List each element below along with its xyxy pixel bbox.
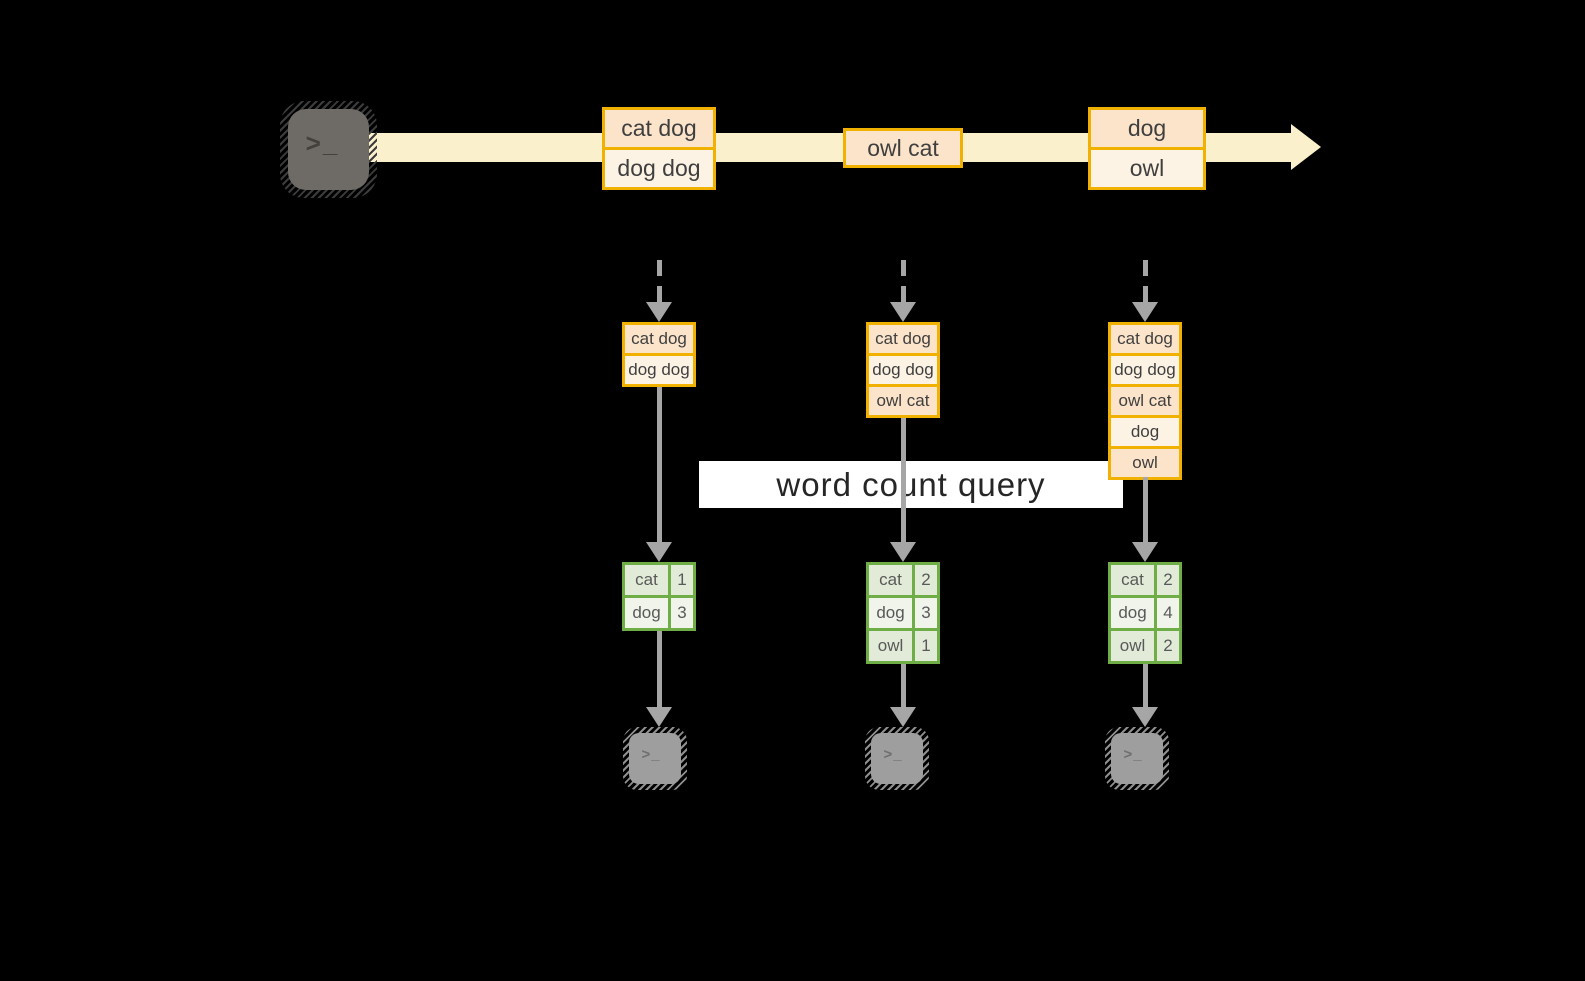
stream-event-batch-3: dog owl bbox=[1088, 107, 1206, 190]
terminal-prompt-glyph: >_ bbox=[305, 128, 340, 158]
count-word: dog bbox=[1111, 598, 1154, 628]
dashed-arrow-head-icon bbox=[890, 302, 916, 322]
sink-terminal-icon: >_ bbox=[1105, 727, 1169, 790]
query-arrow-head-icon bbox=[890, 542, 916, 562]
output-arrow-line bbox=[1143, 664, 1148, 707]
count-word: cat bbox=[625, 565, 668, 595]
query-arrow-head-icon bbox=[1132, 542, 1158, 562]
stream-timeline-arrowhead-icon bbox=[1291, 124, 1321, 170]
count-value: 3 bbox=[671, 598, 693, 628]
count-word: owl bbox=[869, 631, 912, 661]
dashed-arrow-head-icon bbox=[646, 302, 672, 322]
state-record: owl cat bbox=[869, 387, 937, 415]
count-value: 2 bbox=[915, 565, 937, 595]
count-table-3: cat 2 dog 4 owl 2 bbox=[1108, 562, 1182, 664]
dashed-arrow-line bbox=[657, 260, 662, 302]
count-value: 1 bbox=[915, 631, 937, 661]
terminal-screen: >_ bbox=[629, 733, 681, 784]
stream-record: dog dog bbox=[605, 150, 713, 187]
query-arrow-head-icon bbox=[646, 542, 672, 562]
output-arrow-head-icon bbox=[890, 707, 916, 727]
state-record: owl bbox=[1111, 449, 1179, 477]
stream-record: dog bbox=[1091, 110, 1203, 147]
count-word: owl bbox=[1111, 631, 1154, 661]
count-table-1: cat 1 dog 3 bbox=[622, 562, 696, 631]
output-arrow-line bbox=[657, 631, 662, 707]
state-record: dog bbox=[1111, 418, 1179, 446]
terminal-prompt-glyph: >_ bbox=[883, 746, 903, 763]
output-arrow-head-icon bbox=[1132, 707, 1158, 727]
count-table-2: cat 2 dog 3 owl 1 bbox=[866, 562, 940, 664]
state-box-1: cat dog dog dog bbox=[622, 322, 696, 387]
count-word: cat bbox=[869, 565, 912, 595]
query-arrow-line bbox=[657, 387, 662, 543]
count-word: cat bbox=[1111, 565, 1154, 595]
state-record: cat dog bbox=[625, 325, 693, 353]
query-arrow-line bbox=[1143, 477, 1148, 543]
stream-event-batch-1: cat dog dog dog bbox=[602, 107, 716, 190]
stream-record: owl bbox=[1091, 150, 1203, 187]
sink-terminal-icon: >_ bbox=[623, 727, 687, 790]
count-value: 4 bbox=[1157, 598, 1179, 628]
terminal-prompt-glyph: >_ bbox=[641, 746, 661, 763]
query-banner-label: word count query bbox=[776, 465, 1046, 503]
dashed-arrow-head-icon bbox=[1132, 302, 1158, 322]
output-arrow-line bbox=[901, 664, 906, 707]
state-record: dog dog bbox=[625, 356, 693, 384]
sink-terminal-icon: >_ bbox=[865, 727, 929, 790]
stream-event-batch-2: owl cat bbox=[843, 128, 963, 168]
query-arrow-line bbox=[901, 418, 906, 543]
dashed-arrow-line bbox=[901, 260, 906, 302]
state-box-2: cat dog dog dog owl cat bbox=[866, 322, 940, 418]
output-arrow-head-icon bbox=[646, 707, 672, 727]
count-value: 1 bbox=[671, 565, 693, 595]
count-word: dog bbox=[625, 598, 668, 628]
count-word: dog bbox=[869, 598, 912, 628]
state-record: dog dog bbox=[869, 356, 937, 384]
state-record: owl cat bbox=[1111, 387, 1179, 415]
terminal-prompt-glyph: >_ bbox=[1123, 746, 1143, 763]
count-value: 3 bbox=[915, 598, 937, 628]
count-value: 2 bbox=[1157, 565, 1179, 595]
state-box-3: cat dog dog dog owl cat dog owl bbox=[1108, 322, 1182, 480]
terminal-screen: >_ bbox=[288, 109, 369, 190]
query-banner: word count query bbox=[699, 461, 1123, 508]
stream-record: owl cat bbox=[846, 131, 960, 165]
state-record: cat dog bbox=[869, 325, 937, 353]
terminal-screen: >_ bbox=[1111, 733, 1163, 784]
state-record: dog dog bbox=[1111, 356, 1179, 384]
dashed-arrow-line bbox=[1143, 260, 1148, 302]
state-record: cat dog bbox=[1111, 325, 1179, 353]
count-value: 2 bbox=[1157, 631, 1179, 661]
terminal-screen: >_ bbox=[871, 733, 923, 784]
source-terminal-icon: >_ bbox=[280, 101, 377, 198]
stream-record: cat dog bbox=[605, 110, 713, 147]
